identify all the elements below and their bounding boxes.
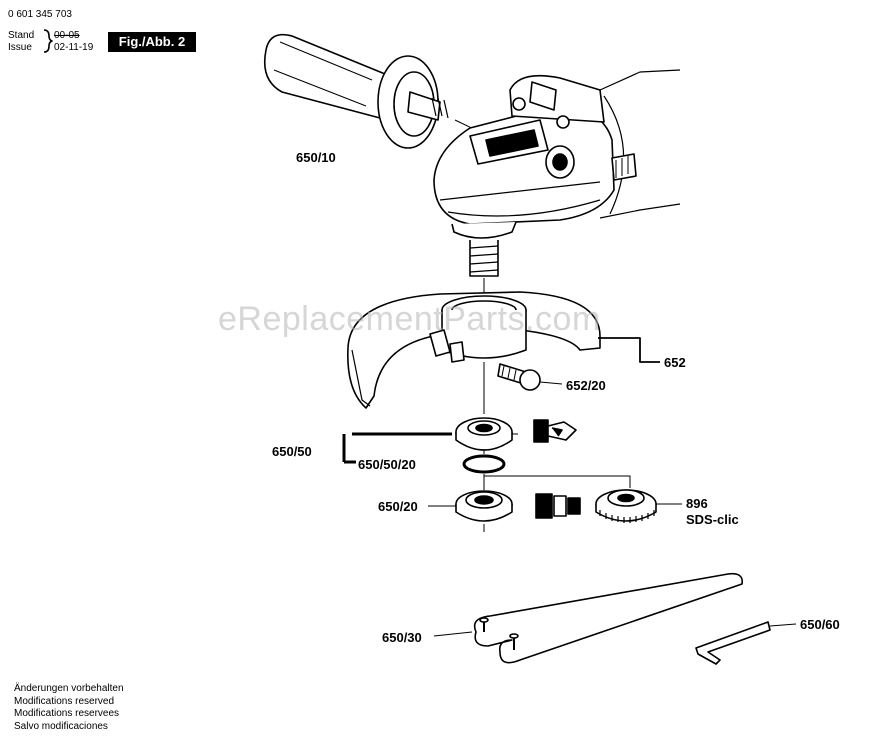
flange xyxy=(455,417,513,451)
sds-flange-icon xyxy=(533,419,577,443)
label-sds-number: 896 xyxy=(686,496,708,511)
label-clamp-nut: 650/20 xyxy=(378,499,418,514)
sds-clic-nut xyxy=(595,489,657,523)
label-sds-name: SDS-clic xyxy=(686,512,739,527)
sds-nut-icon xyxy=(535,493,581,519)
issue-label: Issue xyxy=(8,42,32,53)
label-spanner: 650/30 xyxy=(382,630,422,645)
figure-badge: Fig./Abb. 2 xyxy=(108,32,196,52)
part-number: 0 601 345 703 xyxy=(8,9,72,20)
issue-date: 02-11-19 xyxy=(54,42,94,53)
label-o-ring: 650/50/20 xyxy=(358,457,416,472)
wheel-guard xyxy=(347,291,601,409)
stand-label: Stand xyxy=(8,30,35,41)
header-brace xyxy=(43,29,53,53)
label-guard: 652 xyxy=(664,355,686,370)
watermark: eReplacementParts.com xyxy=(218,300,601,338)
footer-line: Salvo modificaciones xyxy=(14,720,108,732)
footer-notes: Änderungen vorbehalten Modifications res… xyxy=(14,683,124,733)
label-flange: 650/50 xyxy=(272,444,312,459)
footer-line: Modifications reserved xyxy=(14,695,115,707)
o-ring xyxy=(462,454,506,474)
side-handle xyxy=(263,33,449,149)
pin-spanner xyxy=(473,572,744,664)
hex-key xyxy=(695,621,771,665)
label-handle: 650/10 xyxy=(296,150,336,165)
grinder-head xyxy=(433,69,681,277)
label-guard-screw: 652/20 xyxy=(566,378,606,393)
guard-screw xyxy=(497,363,541,391)
footer-line: Änderungen vorbehalten xyxy=(14,683,124,694)
label-hex-key: 650/60 xyxy=(800,617,840,632)
clamp-nut xyxy=(455,490,513,522)
old-date: 00-05 xyxy=(54,30,80,41)
footer-line: Modifications reservees xyxy=(14,708,120,719)
